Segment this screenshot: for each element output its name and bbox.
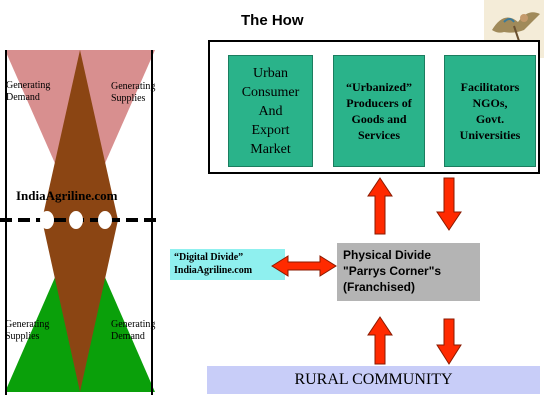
rural-community-bar: RURAL COMMUNITY bbox=[207, 366, 540, 394]
facilitators-box: Facilitators NGOs, Govt. Universities bbox=[444, 55, 536, 167]
facilitators-text: Facilitators NGOs, Govt. Universities bbox=[459, 80, 521, 142]
rural-community-text: RURAL COMMUNITY bbox=[294, 371, 453, 388]
divide-dot bbox=[98, 211, 112, 229]
label-generating-demand-bottom: Generating Demand bbox=[111, 319, 156, 342]
label-generating-supplies-bottom: Generating Supplies bbox=[5, 319, 50, 342]
divide-dot bbox=[40, 211, 54, 229]
up-arrow-icon bbox=[367, 177, 393, 235]
down-arrow-icon bbox=[436, 177, 462, 231]
label-generating-demand-top: Generating Demand bbox=[6, 80, 51, 103]
urbanized-producers-box: “Urbanized” Producers of Goods and Servi… bbox=[333, 55, 425, 167]
down-arrow-icon bbox=[436, 318, 462, 365]
page-title: The How bbox=[241, 12, 304, 29]
supply-demand-hourglass bbox=[0, 50, 160, 395]
label-generating-supplies-top: Generating Supplies bbox=[111, 81, 156, 104]
digital-divide-box: “Digital Divide” IndiaAgriline.com bbox=[170, 249, 285, 280]
urban-consumer-text: Urban Consumer And Export Market bbox=[241, 65, 300, 157]
divide-dot bbox=[69, 211, 83, 229]
up-arrow-icon bbox=[367, 316, 393, 365]
urban-consumer-box: Urban Consumer And Export Market bbox=[228, 55, 313, 167]
site-name-label: IndiaAgriline.com bbox=[16, 188, 118, 203]
physical-divide-box: Physical Divide "Parrys Corner"s (Franch… bbox=[337, 243, 480, 301]
urbanized-producers-text: “Urbanized” Producers of Goods and Servi… bbox=[346, 80, 412, 142]
